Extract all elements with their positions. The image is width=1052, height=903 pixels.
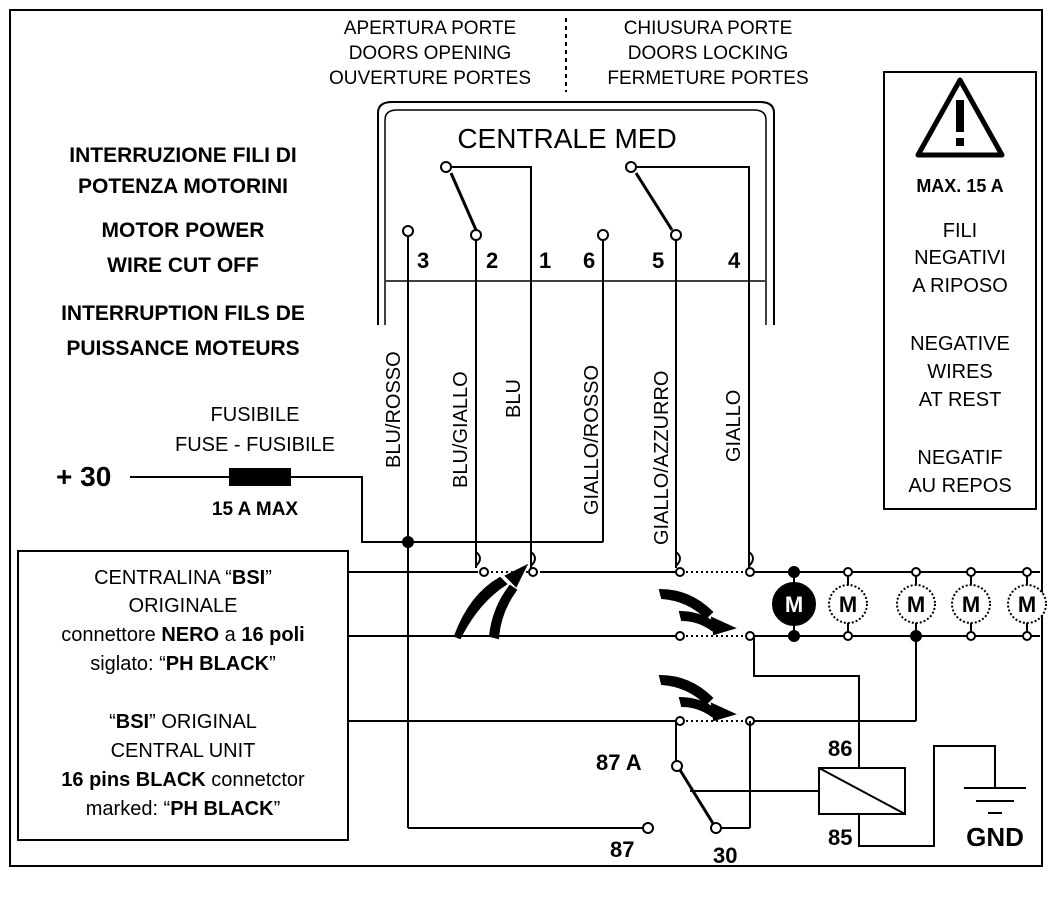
motor-icon xyxy=(951,584,991,624)
warning-it-1: FILI xyxy=(943,220,977,242)
note-en-2: WIRE CUT OFF xyxy=(107,254,259,277)
warning-it-2: NEGATIVI xyxy=(914,247,1006,269)
pin-3: 3 xyxy=(417,248,429,273)
pin-1: 1 xyxy=(539,248,551,273)
header-opening: APERTURA PORTE DOORS OPENING OUVERTURE P… xyxy=(329,18,531,89)
motor-label: M xyxy=(1018,592,1036,617)
bsi-line-1: CENTRALINA “BSI” xyxy=(94,567,272,589)
warning-box xyxy=(883,71,1037,510)
relay-85-wire xyxy=(858,745,996,847)
ground-icon xyxy=(964,787,1026,814)
bsi-line-2: ORIGINALE xyxy=(129,595,238,617)
pin-5: 5 xyxy=(652,248,664,273)
pin-6: 6 xyxy=(583,248,595,273)
wire-label-giallo-rosso: GIALLO/ROSSO xyxy=(581,365,603,515)
ground-label: GND xyxy=(966,822,1024,852)
motors xyxy=(772,566,1047,642)
relay-pin-85: 85 xyxy=(828,825,852,850)
svg-text:FERMETURE PORTES: FERMETURE PORTES xyxy=(607,68,808,89)
wire-cutter-icon xyxy=(453,563,529,640)
fuse-junction xyxy=(402,536,414,548)
wire-label-giallo: GIALLO xyxy=(723,390,745,462)
warning-en-2: WIRES xyxy=(927,361,993,383)
bsi-line-7: 16 pins BLACK connetctor xyxy=(61,769,305,791)
central-unit-title: CENTRALE MED xyxy=(457,123,676,154)
warning-max: MAX. 15 A xyxy=(916,176,1003,196)
fuse-label-1: FUSIBILE xyxy=(211,404,300,426)
warning-fr-1: NEGATIF xyxy=(917,447,1002,469)
internal-switch-opening xyxy=(440,161,532,568)
diagram-frame xyxy=(9,9,1043,867)
relay-pin-87a: 87 A xyxy=(596,750,642,775)
motor-icon xyxy=(772,582,816,626)
svg-text:DOORS LOCKING: DOORS LOCKING xyxy=(628,43,788,64)
wire-label-blu-giallo: BLU/GIALLO xyxy=(450,371,472,488)
fuse-label-2: FUSE - FUSIBILE xyxy=(175,434,335,456)
supply-label: + 30 xyxy=(56,461,111,492)
motor-icon xyxy=(1007,584,1047,624)
note-fr-1: INTERRUPTION FILS DE xyxy=(61,302,305,325)
central-unit-bracket-inner xyxy=(384,109,767,325)
motor-label: M xyxy=(907,592,925,617)
relay-86-wire xyxy=(753,636,860,768)
note-it-2: POTENZA MOTORINI xyxy=(78,175,288,198)
warning-en-3: AT REST xyxy=(919,389,1002,411)
motor-icon xyxy=(896,584,936,624)
bsi-line-5: “BSI” ORIGINAL xyxy=(109,711,257,733)
warning-fr-2: AU REPOS xyxy=(908,475,1011,497)
pin-2: 2 xyxy=(486,248,498,273)
bsi-box xyxy=(17,550,349,841)
svg-text:CHIUSURA PORTE: CHIUSURA PORTE xyxy=(624,18,793,39)
svg-text:APERTURA PORTE: APERTURA PORTE xyxy=(344,18,516,39)
warning-en-1: NEGATIVE xyxy=(910,333,1010,355)
wire-cutter-icon xyxy=(658,674,737,722)
motor-label: M xyxy=(839,592,857,617)
header-locking: CHIUSURA PORTE DOORS LOCKING FERMETURE P… xyxy=(607,18,808,89)
wire-cutter-icon xyxy=(658,588,737,636)
svg-text:DOORS OPENING: DOORS OPENING xyxy=(349,43,512,64)
relay-pin-86: 86 xyxy=(828,736,852,761)
bsi-line-3: connettore NERO a 16 poli xyxy=(61,624,304,646)
pin-4: 4 xyxy=(728,248,741,273)
motor-label: M xyxy=(962,592,980,617)
relay-pin-87: 87 xyxy=(610,837,634,862)
fuse-output-wire xyxy=(291,476,603,543)
relay-pin-30: 30 xyxy=(713,843,737,868)
note-fr-2: PUISSANCE MOTEURS xyxy=(66,337,299,360)
motor-label: M xyxy=(785,592,803,617)
internal-switch-locking xyxy=(625,161,750,568)
fuse-element xyxy=(229,468,291,486)
wire-label-blu-rosso: BLU/ROSSO xyxy=(383,351,405,468)
note-it-1: INTERRUZIONE FILI DI xyxy=(69,144,297,167)
bsi-line-4: siglato: “PH BLACK” xyxy=(90,653,276,675)
relay-switch-blade xyxy=(678,769,716,826)
warning-it-3: A RIPOSO xyxy=(912,275,1008,297)
wire-label-blu: BLU xyxy=(503,379,525,418)
warning-triangle-icon xyxy=(915,77,1005,158)
central-unit-bracket xyxy=(377,101,775,325)
motor-icon xyxy=(828,584,868,624)
bsi-line-8: marked: “PH BLACK” xyxy=(86,798,280,820)
wire-label-giallo-azzurro: GIALLO/AZZURRO xyxy=(651,371,673,545)
note-en-1: MOTOR POWER xyxy=(102,219,265,242)
bsi-line-6: CENTRAL UNIT xyxy=(111,740,256,762)
fuse-rating: 15 A MAX xyxy=(212,499,299,520)
svg-text:OUVERTURE PORTES: OUVERTURE PORTES xyxy=(329,68,531,89)
